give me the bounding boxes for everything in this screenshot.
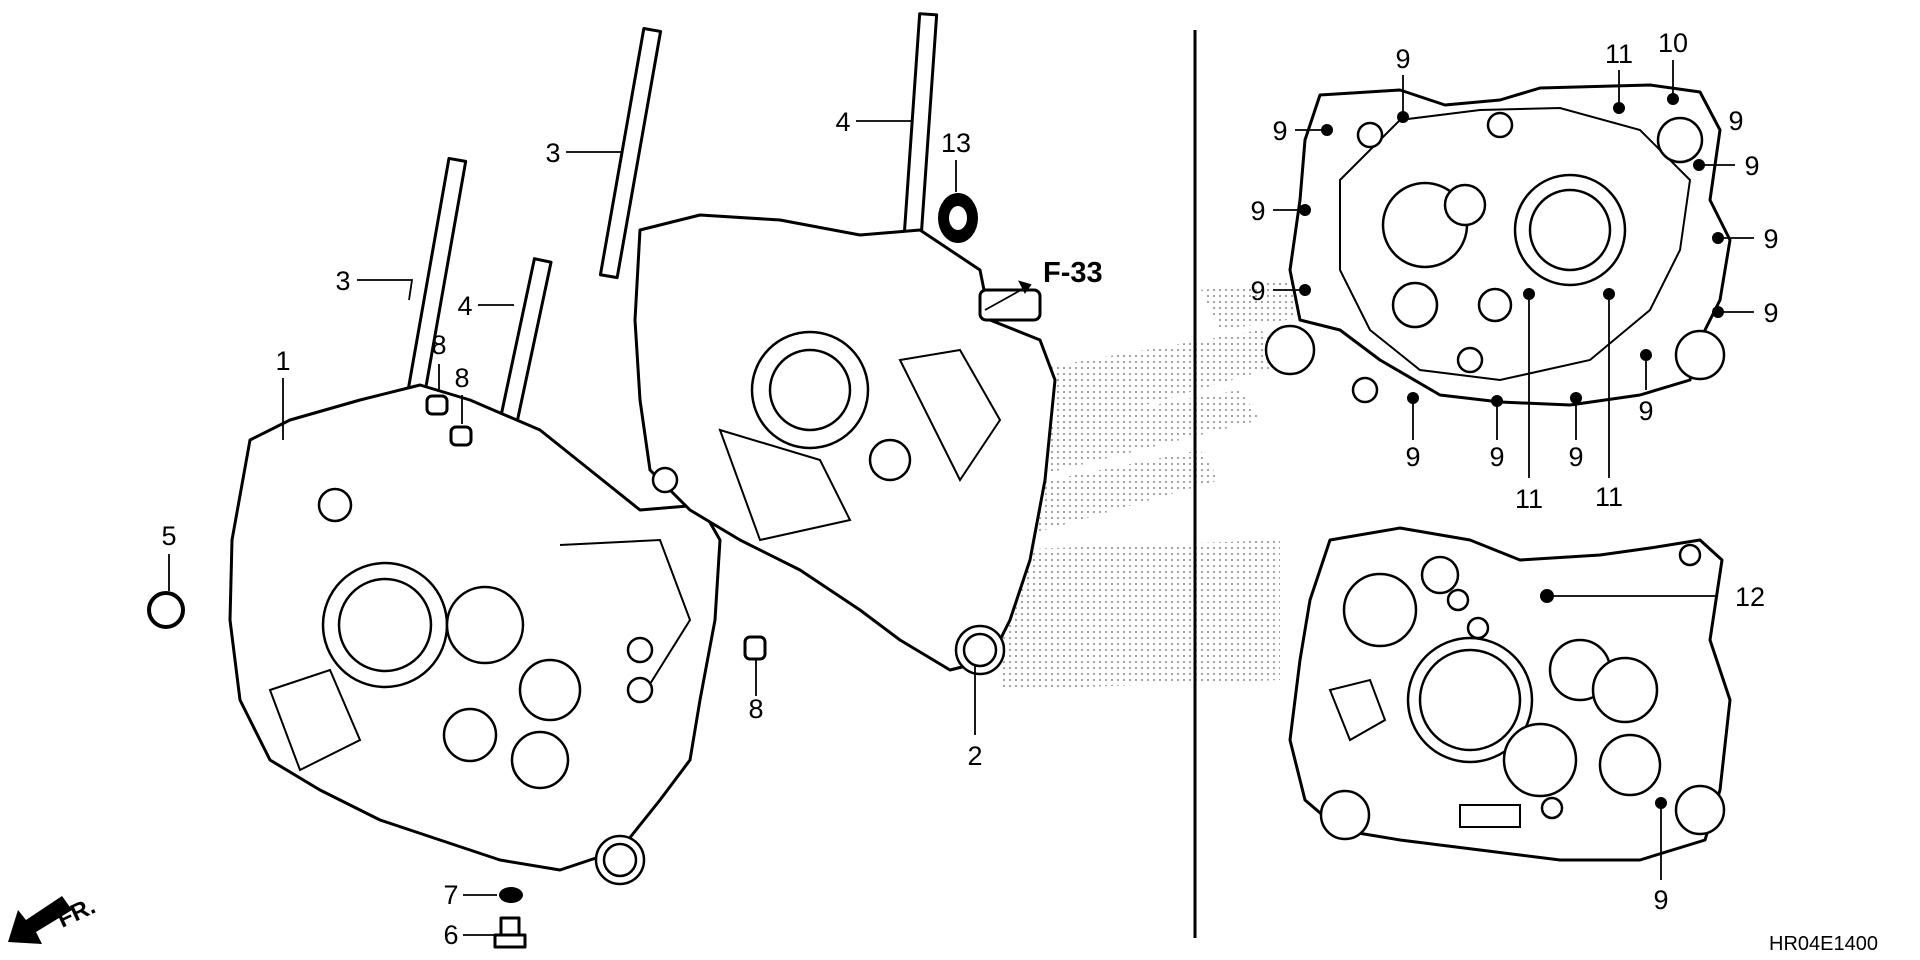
dowel-pin-8-mid	[449, 425, 473, 447]
o-ring-5	[147, 591, 185, 629]
callout-r9j: 9	[1489, 442, 1504, 472]
callout-2: 2	[967, 741, 982, 771]
callout-4b: 4	[835, 107, 850, 137]
callout-r9l: 9	[1728, 106, 1743, 136]
callout-r9a: 9	[1395, 44, 1410, 74]
callout-8b: 8	[454, 363, 469, 393]
callout-b9: 9	[1653, 885, 1668, 915]
reference-f33: F-33	[984, 257, 1103, 311]
right-crankcase-2	[633, 213, 1057, 676]
callout-r9h: 9	[1638, 396, 1653, 426]
callout-8c: 8	[748, 694, 763, 724]
leader-lines	[168, 60, 1754, 936]
stud-bolt-4-center	[902, 12, 939, 236]
callout-r9i: 9	[1405, 442, 1420, 472]
callout-5: 5	[161, 521, 176, 551]
figure-code: HR04E1400	[1769, 933, 1878, 955]
arrow-down-left-icon	[8, 896, 72, 944]
callout-r11b: 11	[1515, 484, 1543, 514]
callouts-right-bottom: 12 9	[1653, 582, 1765, 915]
callout-6: 6	[443, 920, 458, 950]
callout-13: 13	[941, 128, 971, 158]
oil-seal-13	[938, 193, 978, 243]
callout-3a: 3	[335, 266, 350, 296]
washer-7	[499, 887, 523, 903]
callouts-left: 1 2 3 3 4 4 5 6 7 8 8 8 13	[161, 107, 982, 950]
dowel-pin-8-lower	[743, 635, 767, 661]
callout-r9b: 9	[1272, 116, 1287, 146]
callout-8a: 8	[431, 330, 446, 360]
dowel-pin-8-upper	[425, 394, 449, 416]
stud-bolt-3-left	[405, 156, 468, 400]
callout-3b: 3	[545, 138, 560, 168]
callout-b12: 12	[1735, 582, 1765, 612]
callout-4a: 4	[457, 291, 472, 321]
right-crankcase-face-top	[1264, 83, 1732, 407]
callout-7: 7	[443, 880, 458, 910]
arrow-right-icon	[1018, 280, 1032, 294]
callout-r11a: 11	[1605, 39, 1633, 69]
callout-r10: 10	[1658, 28, 1688, 58]
callout-1: 1	[275, 346, 290, 376]
callout-r9c: 9	[1744, 151, 1759, 181]
reference-label: F-33	[1043, 257, 1103, 289]
callout-r11c: 11	[1595, 482, 1623, 512]
callout-r9f: 9	[1250, 276, 1265, 306]
stud-bolt-3-center	[598, 27, 663, 280]
right-crankcase-face-bottom	[1288, 526, 1732, 862]
drain-bolt-6	[493, 916, 527, 949]
callout-r9d: 9	[1250, 196, 1265, 226]
callout-r9e: 9	[1763, 224, 1778, 254]
callout-r9g: 9	[1763, 298, 1778, 328]
callouts-right-top: 9 9 11 10 9 9 9 9 9 9 9 9 9 9 11 11	[1250, 28, 1778, 514]
front-direction-indicator: FR.	[8, 893, 100, 944]
left-crankcase-1	[228, 383, 722, 886]
callout-r9k: 9	[1568, 442, 1583, 472]
